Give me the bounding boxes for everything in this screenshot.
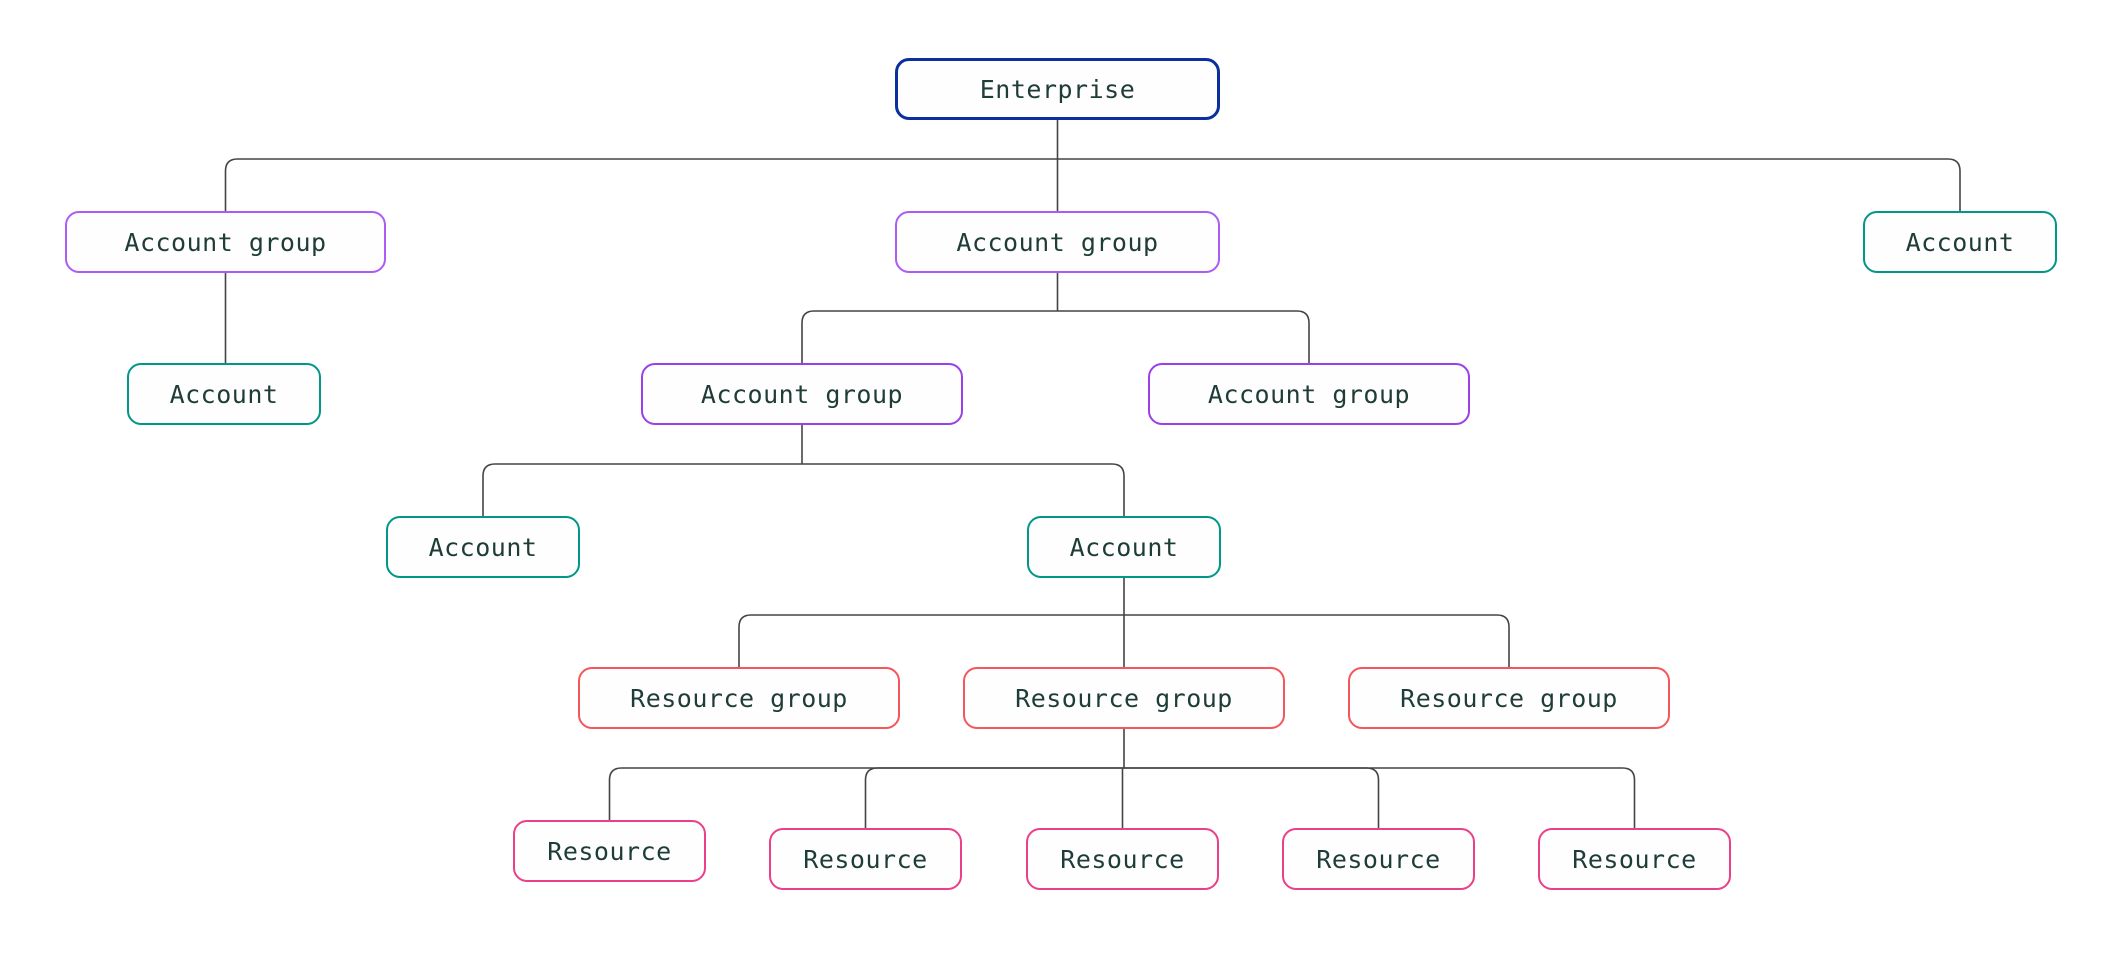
node-ag-left[interactable]: Account group <box>65 211 386 273</box>
edge-acct-m-right-to-rg-1 <box>738 614 1124 667</box>
node-label: Account group <box>1207 379 1411 409</box>
node-acct-left[interactable]: Account <box>127 363 321 425</box>
node-label: Enterprise <box>979 74 1136 104</box>
edge-rg-2-to-res-1 <box>608 767 1124 820</box>
node-label: Account group <box>124 227 327 257</box>
edge-ag-mid-to-ag-l3-left <box>801 310 1058 363</box>
node-rg-3[interactable]: Resource group <box>1348 667 1670 729</box>
node-acct-m-right[interactable]: Account <box>1027 516 1221 578</box>
edge-ag-l3-left-to-acct-m-right <box>802 463 1125 516</box>
node-label: Resource group <box>1400 683 1618 713</box>
node-rg-2[interactable]: Resource group <box>963 667 1285 729</box>
node-res-5[interactable]: Resource <box>1538 828 1731 890</box>
node-res-2[interactable]: Resource <box>769 828 962 890</box>
edge-ag-mid-to-ag-l3-right <box>1057 310 1310 363</box>
node-label: Resource group <box>630 683 848 713</box>
edge-ag-l3-left-to-acct-m-left <box>482 463 802 516</box>
node-label: Account <box>169 379 279 409</box>
node-label: Account <box>1069 532 1179 562</box>
node-acct-right[interactable]: Account <box>1863 211 2057 273</box>
edge-enterprise-to-ag-left <box>224 158 1058 211</box>
node-res-3[interactable]: Resource <box>1026 828 1219 890</box>
node-ag-l3-right[interactable]: Account group <box>1148 363 1470 425</box>
node-label: Resource <box>803 844 928 874</box>
node-enterprise[interactable]: Enterprise <box>895 58 1220 120</box>
node-label: Account group <box>956 227 1159 257</box>
edge-acct-m-right-to-rg-3 <box>1124 614 1510 667</box>
node-label: Resource <box>1572 844 1697 874</box>
node-label: Account group <box>700 379 904 409</box>
node-label: Resource group <box>1015 683 1233 713</box>
edge-rg-2-to-res-2 <box>864 767 1124 828</box>
node-label: Account <box>428 532 538 562</box>
node-ag-mid[interactable]: Account group <box>895 211 1220 273</box>
node-label: Resource <box>1060 844 1185 874</box>
node-rg-1[interactable]: Resource group <box>578 667 900 729</box>
node-label: Account <box>1905 227 2015 257</box>
node-res-1[interactable]: Resource <box>513 820 706 882</box>
node-acct-m-left[interactable]: Account <box>386 516 580 578</box>
edge-enterprise-to-acct-right <box>1057 158 1961 211</box>
edge-rg-2-to-res-5 <box>1124 767 1636 828</box>
node-label: Resource <box>547 836 672 866</box>
node-res-4[interactable]: Resource <box>1282 828 1475 890</box>
node-ag-l3-left[interactable]: Account group <box>641 363 963 425</box>
node-label: Resource <box>1316 844 1441 874</box>
